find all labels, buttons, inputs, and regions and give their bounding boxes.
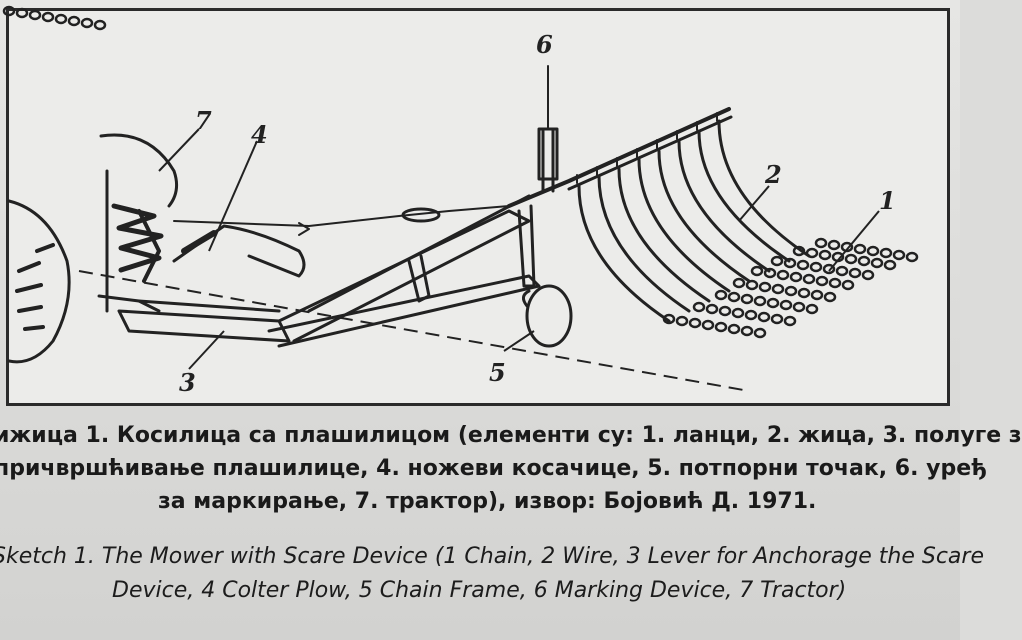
support-wheel xyxy=(525,284,573,348)
tractor-wheel-arc xyxy=(99,133,179,208)
label-5: 5 xyxy=(489,358,506,387)
label-6: 6 xyxy=(536,30,553,59)
label-1: 1 xyxy=(879,186,896,215)
mower-knives xyxy=(172,224,306,278)
chains xyxy=(2,5,919,339)
label-3: 3 xyxy=(179,368,196,397)
sketch-figure: 6 7 4 2 1 3 5 xyxy=(2,5,950,406)
chain-pegs xyxy=(576,112,718,184)
tractor-wheel-left xyxy=(7,199,71,364)
caption-sr-line-2: причвршћивање плашилице, 4. ножеви косач… xyxy=(0,456,987,481)
caption-sr-line-3: за маркирање, 7. трактор), извор: Бојови… xyxy=(158,489,817,514)
caption-english: Sketch 1. The Mower with Scare Device (1… xyxy=(0,540,984,620)
caption-sr-line-1: ижица 1. Косилица са плашилицом (елемент… xyxy=(0,423,1022,448)
caption-en-line-2: Device, 4 Colter Plow, 5 Chain Frame, 6 … xyxy=(112,578,847,603)
label-4: 4 xyxy=(251,120,268,149)
mower-sketch: 6 7 4 2 1 3 5 xyxy=(2,5,919,397)
label-7: 7 xyxy=(195,106,212,135)
caption-serbian: ижица 1. Косилица са плашилицом (елемент… xyxy=(0,420,1022,520)
label-2: 2 xyxy=(764,160,782,189)
caption-en-line-1: Sketch 1. The Mower with Scare Device (1… xyxy=(0,544,984,569)
marking-device xyxy=(541,127,555,193)
frame-lever xyxy=(117,309,291,343)
